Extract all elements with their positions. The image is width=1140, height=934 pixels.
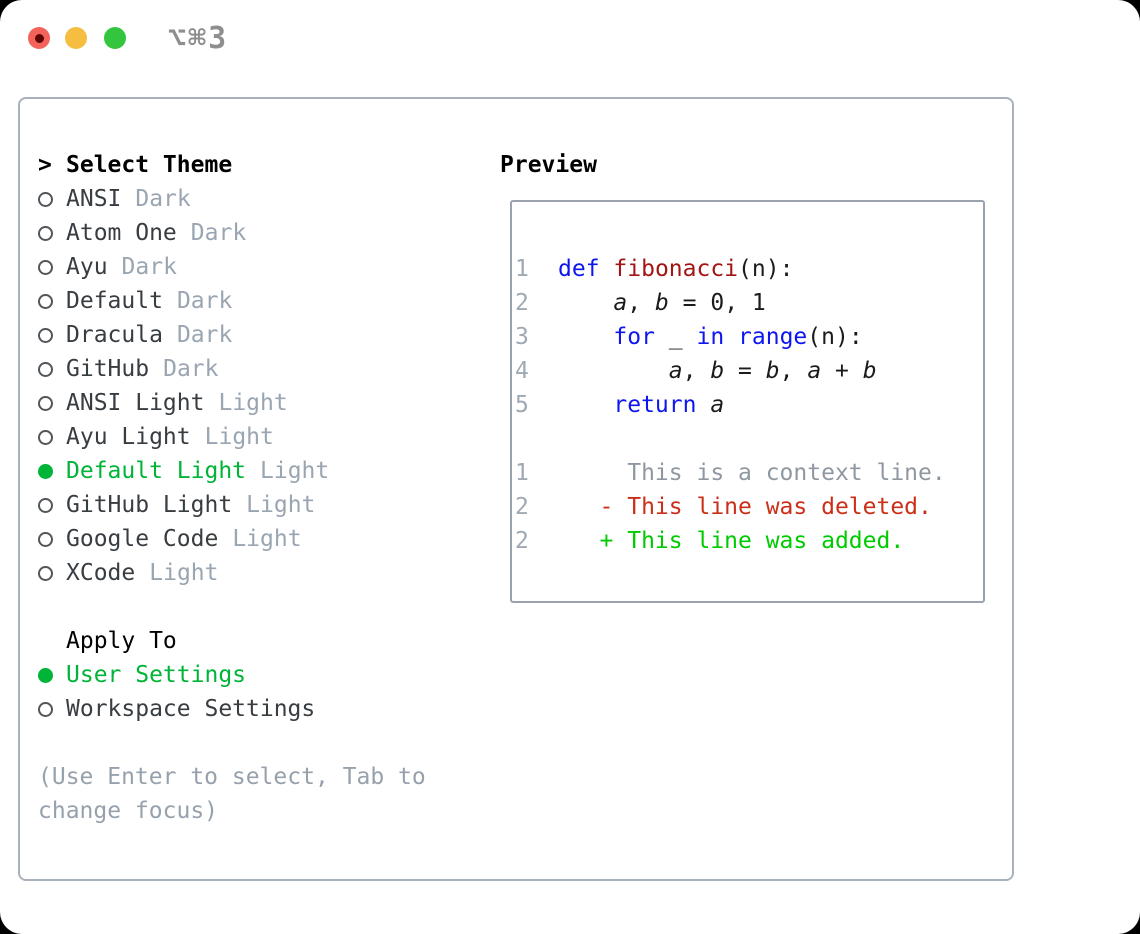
theme-option-ayu-light[interactable]: Ayu Light Light	[38, 420, 488, 454]
focus-arrow-icon: >	[38, 152, 52, 178]
radio-icon	[38, 395, 53, 411]
preview-section: Preview 1 def fibonacci(n): 2 a, b = 0, …	[500, 148, 985, 603]
radio-icon	[38, 191, 53, 207]
radio-icon	[38, 327, 53, 343]
title-bar: ⌥⌘3	[0, 0, 1140, 80]
theme-option-ayu-dark[interactable]: Ayu Dark	[38, 250, 488, 284]
radio-icon	[38, 701, 53, 717]
radio-selected-icon	[38, 463, 53, 479]
apply-to-header: Apply To	[38, 624, 488, 658]
radio-icon	[38, 225, 53, 241]
recording-dot-icon	[34, 33, 44, 43]
maximize-button[interactable]	[104, 27, 126, 49]
theme-option-atom-one-dark[interactable]: Atom One Dark	[38, 216, 488, 250]
minimize-button[interactable]	[65, 27, 87, 49]
theme-option-default-dark[interactable]: Default Dark	[38, 284, 488, 318]
code-line: 4 a, b = b, a + b	[515, 358, 877, 384]
code-line: 5 return a	[515, 392, 725, 418]
code-preview-box: 1 def fibonacci(n): 2 a, b = 0, 1 3 for …	[510, 200, 985, 603]
apply-option-workspace-settings[interactable]: Workspace Settings	[38, 692, 488, 726]
select-theme-label: Select Theme	[66, 152, 233, 178]
theme-option-github-dark[interactable]: GitHub Dark	[38, 352, 488, 386]
code-line: 2 a, b = 0, 1	[515, 290, 766, 316]
theme-option-ansi-dark[interactable]: ANSI Dark	[38, 182, 488, 216]
apply-option-user-settings[interactable]: User Settings	[38, 658, 488, 692]
theme-list: > Select Theme ANSI Dark Atom One Dark A…	[38, 148, 488, 828]
radio-icon	[38, 361, 53, 377]
theme-option-default-light[interactable]: Default Light Light	[38, 454, 488, 488]
radio-icon	[38, 497, 53, 513]
theme-option-github-light[interactable]: GitHub Light Light	[38, 488, 488, 522]
radio-selected-icon	[38, 667, 53, 683]
code-line: 1 def fibonacci(n):	[515, 256, 794, 282]
keyboard-hint-line-2: change focus)	[38, 798, 219, 824]
theme-option-dracula-dark[interactable]: Dracula Dark	[38, 318, 488, 352]
theme-option-google-code-light[interactable]: Google Code Light	[38, 522, 488, 556]
diff-added-line: 2 + This line was added.	[515, 528, 905, 554]
radio-icon	[38, 293, 53, 309]
apply-to-label: Apply To	[66, 628, 177, 654]
select-theme-header: > Select Theme	[38, 148, 488, 182]
radio-icon	[38, 259, 53, 275]
close-button[interactable]	[28, 27, 50, 49]
preview-heading: Preview	[500, 152, 597, 178]
theme-picker-panel: > Select Theme ANSI Dark Atom One Dark A…	[18, 97, 1014, 881]
radio-icon	[38, 531, 53, 547]
theme-option-xcode-light[interactable]: XCode Light	[38, 556, 488, 590]
theme-option-ansi-light[interactable]: ANSI Light Light	[38, 386, 488, 420]
keyboard-hint-line-1: (Use Enter to select, Tab to	[38, 764, 426, 790]
window-title: ⌥⌘3	[168, 21, 229, 56]
code-line: 3 for _ in range(n):	[515, 324, 863, 350]
diff-context-line: 1 This is a context line.	[515, 460, 946, 486]
radio-icon	[38, 565, 53, 581]
radio-icon	[38, 429, 53, 445]
diff-deleted-line: 2 - This line was deleted.	[515, 494, 932, 520]
